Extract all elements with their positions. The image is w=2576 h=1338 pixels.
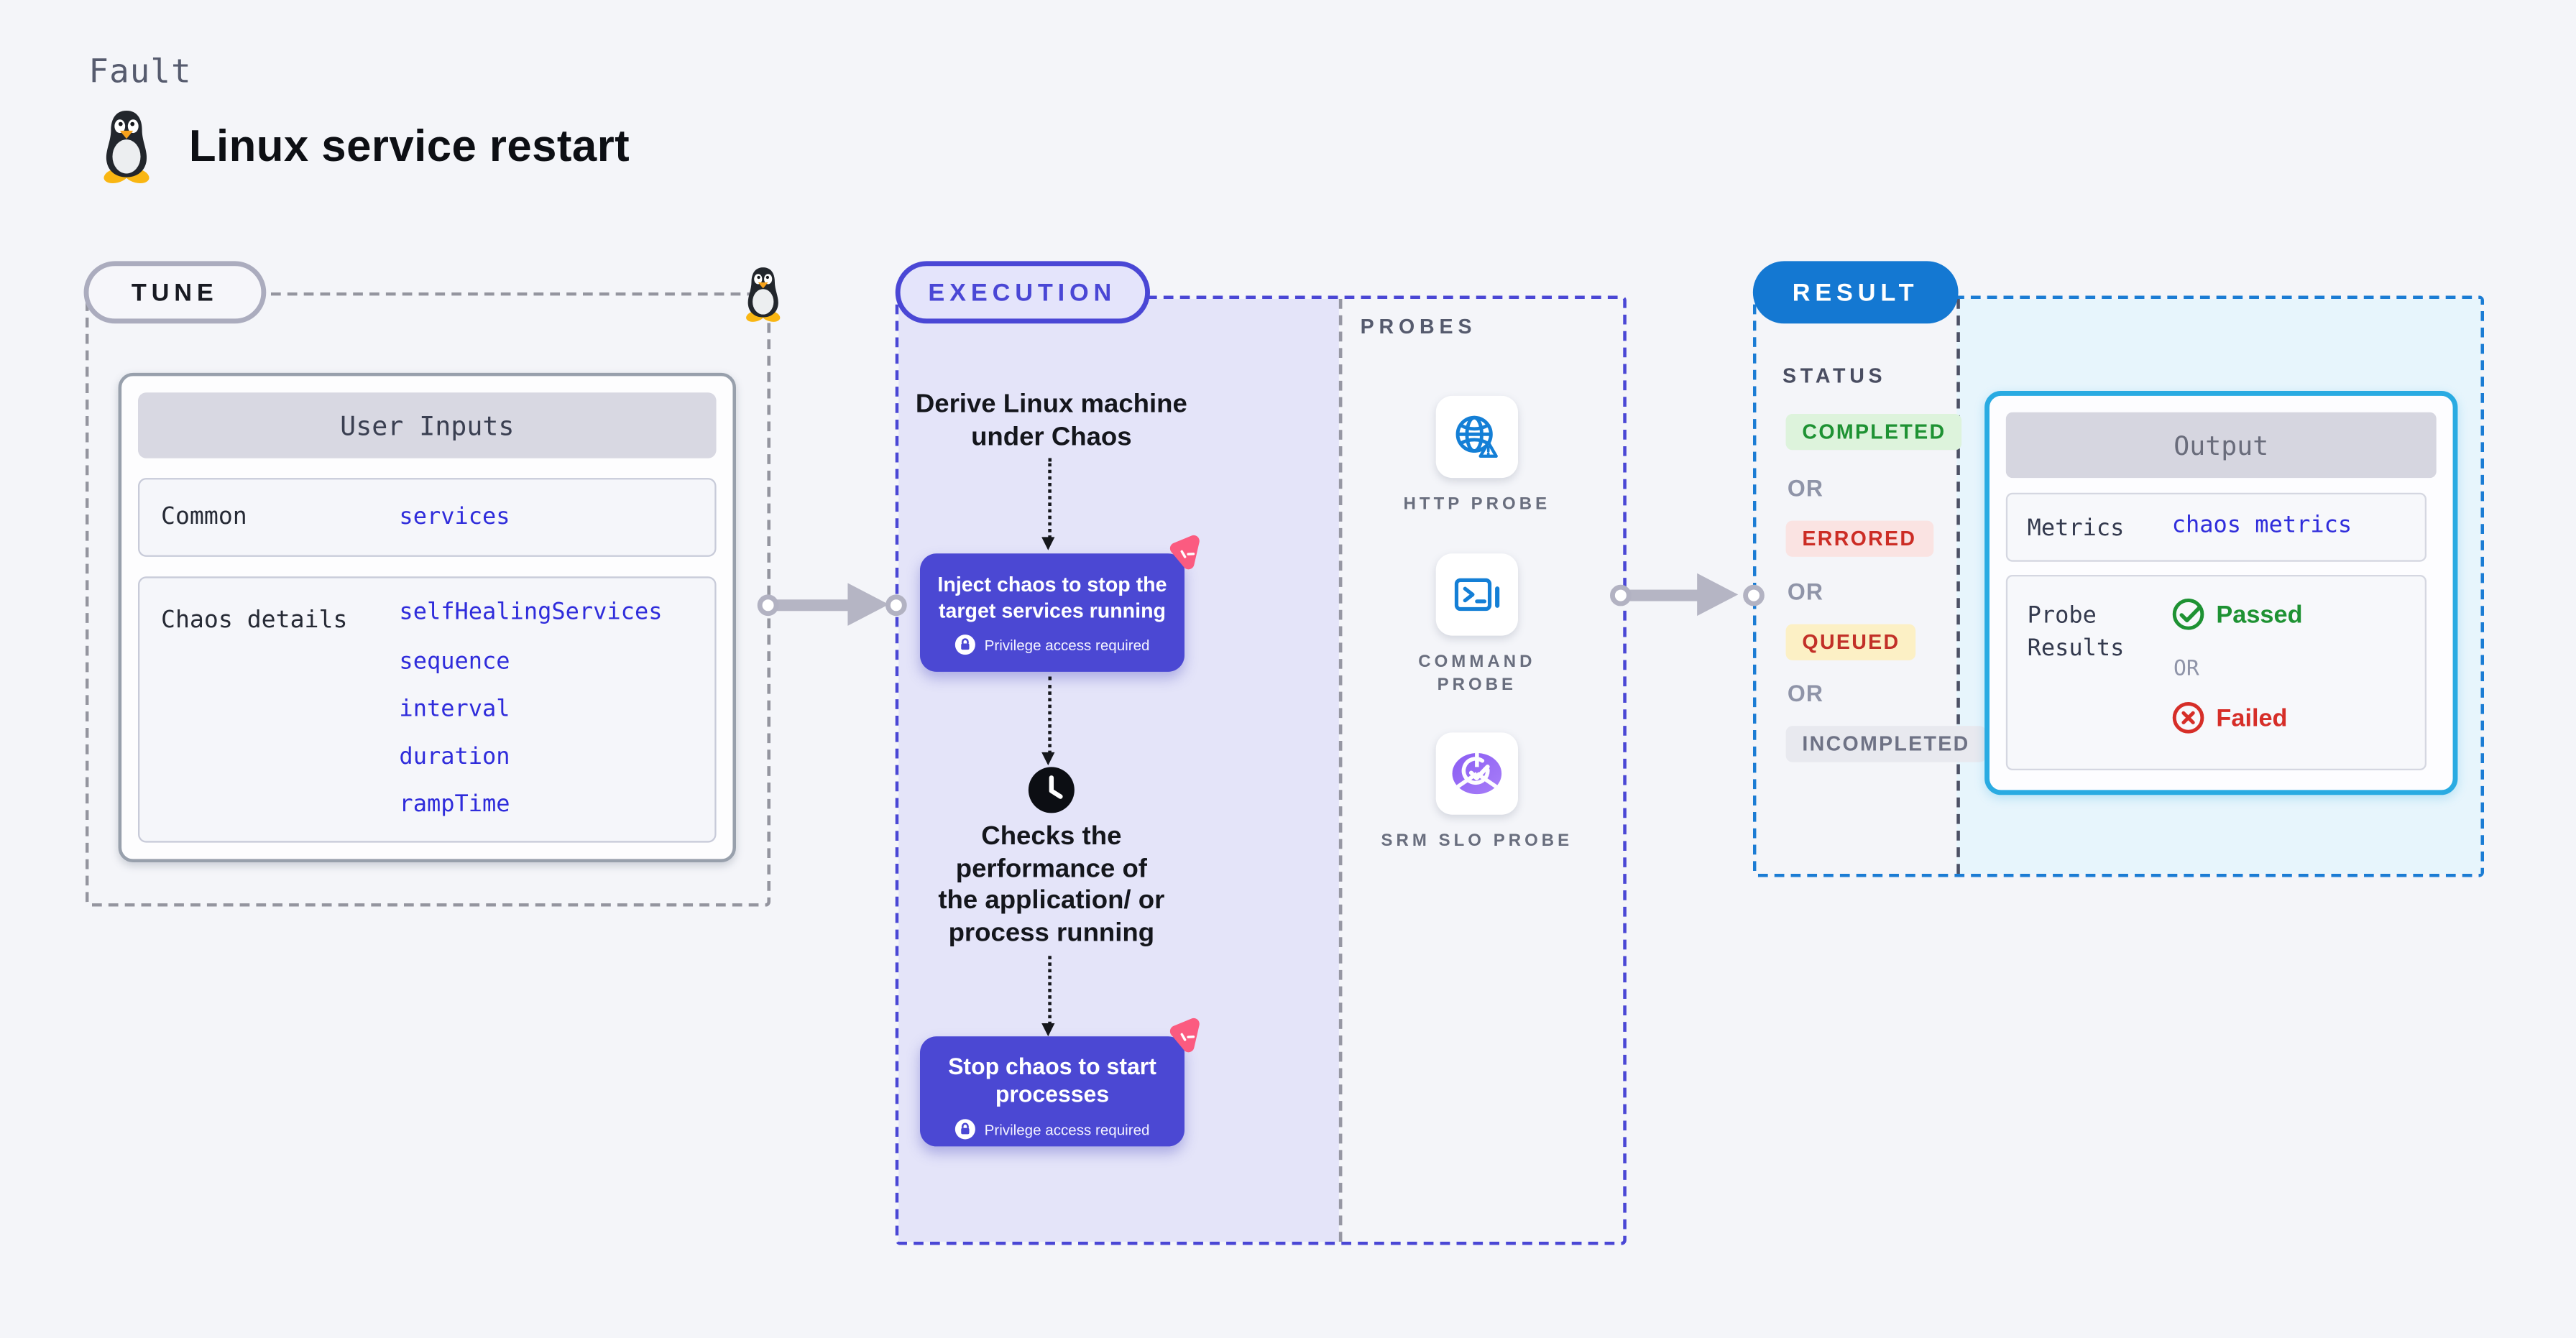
- page-title: Linux service restart: [188, 121, 630, 171]
- command-probe-label: COMMAND PROBE: [1418, 652, 1536, 694]
- http-probe-label: HTTP PROBE: [1403, 494, 1551, 515]
- output-header: Output: [2005, 412, 2437, 479]
- status-badge-completed: COMPLETED: [1785, 413, 1963, 451]
- privilege-note: Privilege access required: [984, 636, 1150, 653]
- connector-dot: [884, 594, 906, 615]
- metrics-row: Metrics chaos metrics: [2005, 492, 2426, 562]
- x-circle-icon: [2172, 702, 2204, 734]
- output-card: Output Metrics chaos metrics Probe Resul…: [1984, 390, 2458, 795]
- chaos-scenario-icon: [1169, 535, 1200, 570]
- tux-penguin-icon: [104, 111, 150, 184]
- connector-dot: [756, 594, 778, 615]
- status-badge-errored: ERRORED: [1785, 520, 1933, 557]
- status-badge-incompleted: INCOMPLETED: [1785, 726, 1987, 762]
- command-probe-card: [1435, 553, 1518, 636]
- slo-donut-check-icon: [1452, 752, 1502, 795]
- failed-text: Failed: [2216, 703, 2288, 732]
- or-separator: OR: [1787, 474, 1824, 502]
- connector-dot: [1609, 583, 1631, 606]
- chaos-scenario-icon: [1169, 1018, 1200, 1053]
- lock-icon: [955, 635, 976, 655]
- user-inputs-header: User Inputs: [137, 392, 717, 458]
- flow-arrow-down: [1041, 458, 1055, 550]
- or-separator: OR: [1787, 680, 1824, 706]
- flow-arrow-down: [1041, 956, 1055, 1037]
- param-link-ramptime[interactable]: rampTime: [399, 791, 510, 818]
- param-link-interval[interactable]: interval: [399, 696, 510, 723]
- passed-text: Passed: [2216, 600, 2303, 629]
- user-inputs-card: User Inputs Common services Chaos detail…: [118, 372, 736, 862]
- check-circle-icon: [2172, 599, 2204, 630]
- flow-arrow-down: [1041, 676, 1055, 766]
- param-link-sequence[interactable]: sequence: [399, 648, 510, 675]
- probes-label: PROBES: [1360, 315, 1477, 338]
- row-label: Common: [160, 504, 247, 531]
- param-link-duration[interactable]: duration: [399, 744, 510, 770]
- param-link-services[interactable]: services: [399, 504, 510, 531]
- probes-to-result-arrow: [1626, 589, 1699, 601]
- probe-results-label: Probe Results: [2027, 602, 2125, 663]
- row-label: Chaos details: [160, 607, 348, 635]
- lock-icon: [955, 1119, 976, 1140]
- probe-result-passed: Passed: [2172, 598, 2303, 631]
- chaos-details-row: Chaos details selfHealingServices sequen…: [137, 576, 717, 843]
- execution-pill: EXECUTION: [895, 261, 1149, 324]
- globe-alert-icon: [1455, 415, 1498, 458]
- param-link-selfhealingservices[interactable]: selfHealingServices: [399, 599, 663, 626]
- clock-icon: [1028, 767, 1075, 813]
- status-divider: [1956, 298, 1960, 874]
- probe-result-failed: Failed: [2172, 701, 2288, 734]
- metrics-label: Metrics: [2027, 515, 2125, 543]
- result-pill: RESULT: [1752, 261, 1959, 324]
- fault-kicker: Fault: [88, 50, 192, 91]
- status-label: STATUS: [1782, 364, 1887, 388]
- tux-penguin-icon: [746, 267, 781, 322]
- step-derive-text: Derive Linux machine under Chaos: [915, 390, 1187, 451]
- inject-chaos-button[interactable]: Inject chaos to stop the target services…: [919, 535, 1200, 672]
- common-inputs-row: Common services: [137, 478, 717, 557]
- connector-dot: [1742, 583, 1764, 606]
- stop-chaos-label: Stop chaos to start processes: [948, 1053, 1156, 1107]
- arrowhead-icon: [847, 582, 889, 625]
- stop-chaos-button[interactable]: Stop chaos to start processes Privilege …: [919, 1018, 1200, 1147]
- srm-slo-probe-label: SRM SLO PROBE: [1381, 831, 1573, 851]
- http-probe-card: [1435, 395, 1518, 479]
- probes-divider: [1338, 298, 1343, 1242]
- tune-pill: TUNE: [83, 261, 266, 324]
- probe-results-row: Probe Results Passed OR Failed: [2005, 574, 2426, 770]
- or-separator: OR: [2173, 657, 2199, 682]
- terminal-icon: [1453, 578, 1499, 612]
- privilege-note: Privilege access required: [984, 1120, 1150, 1138]
- status-badge-queued: QUEUED: [1785, 624, 1917, 660]
- chaos-metrics-link[interactable]: chaos metrics: [2171, 512, 2352, 539]
- arrowhead-icon: [1697, 572, 1739, 615]
- or-separator: OR: [1787, 578, 1824, 605]
- inject-chaos-label: Inject chaos to stop the target services…: [937, 573, 1167, 622]
- srm-slo-probe-card: [1435, 732, 1518, 815]
- tune-to-execution-arrow: [772, 599, 850, 611]
- step-checks-text: Checks the performance of the applicatio…: [938, 823, 1165, 947]
